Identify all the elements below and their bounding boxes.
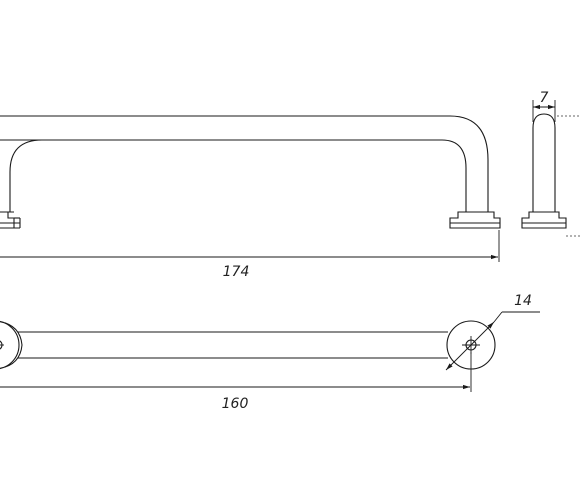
dim-160-label: 160 bbox=[222, 396, 249, 412]
dim-14-leader bbox=[445, 321, 495, 371]
front-view: 174 bbox=[0, 115, 501, 280]
dim-7-label: 7 bbox=[540, 90, 549, 106]
left-base bbox=[0, 212, 15, 229]
dim-14-shelf bbox=[493, 311, 503, 323]
dim-174-label: 174 bbox=[223, 264, 250, 280]
left-base-circle bbox=[0, 321, 23, 369]
left-leg-outline bbox=[9, 139, 43, 212]
top-view: 14 160 bbox=[0, 293, 540, 412]
side-view: 7 bbox=[521, 90, 580, 237]
handle-outer-outline bbox=[0, 115, 489, 212]
right-base bbox=[449, 211, 501, 229]
handle-inner-outline bbox=[0, 139, 467, 212]
side-base bbox=[521, 211, 567, 229]
dim-14-label: 14 bbox=[514, 293, 532, 309]
side-profile-outline bbox=[532, 113, 556, 212]
